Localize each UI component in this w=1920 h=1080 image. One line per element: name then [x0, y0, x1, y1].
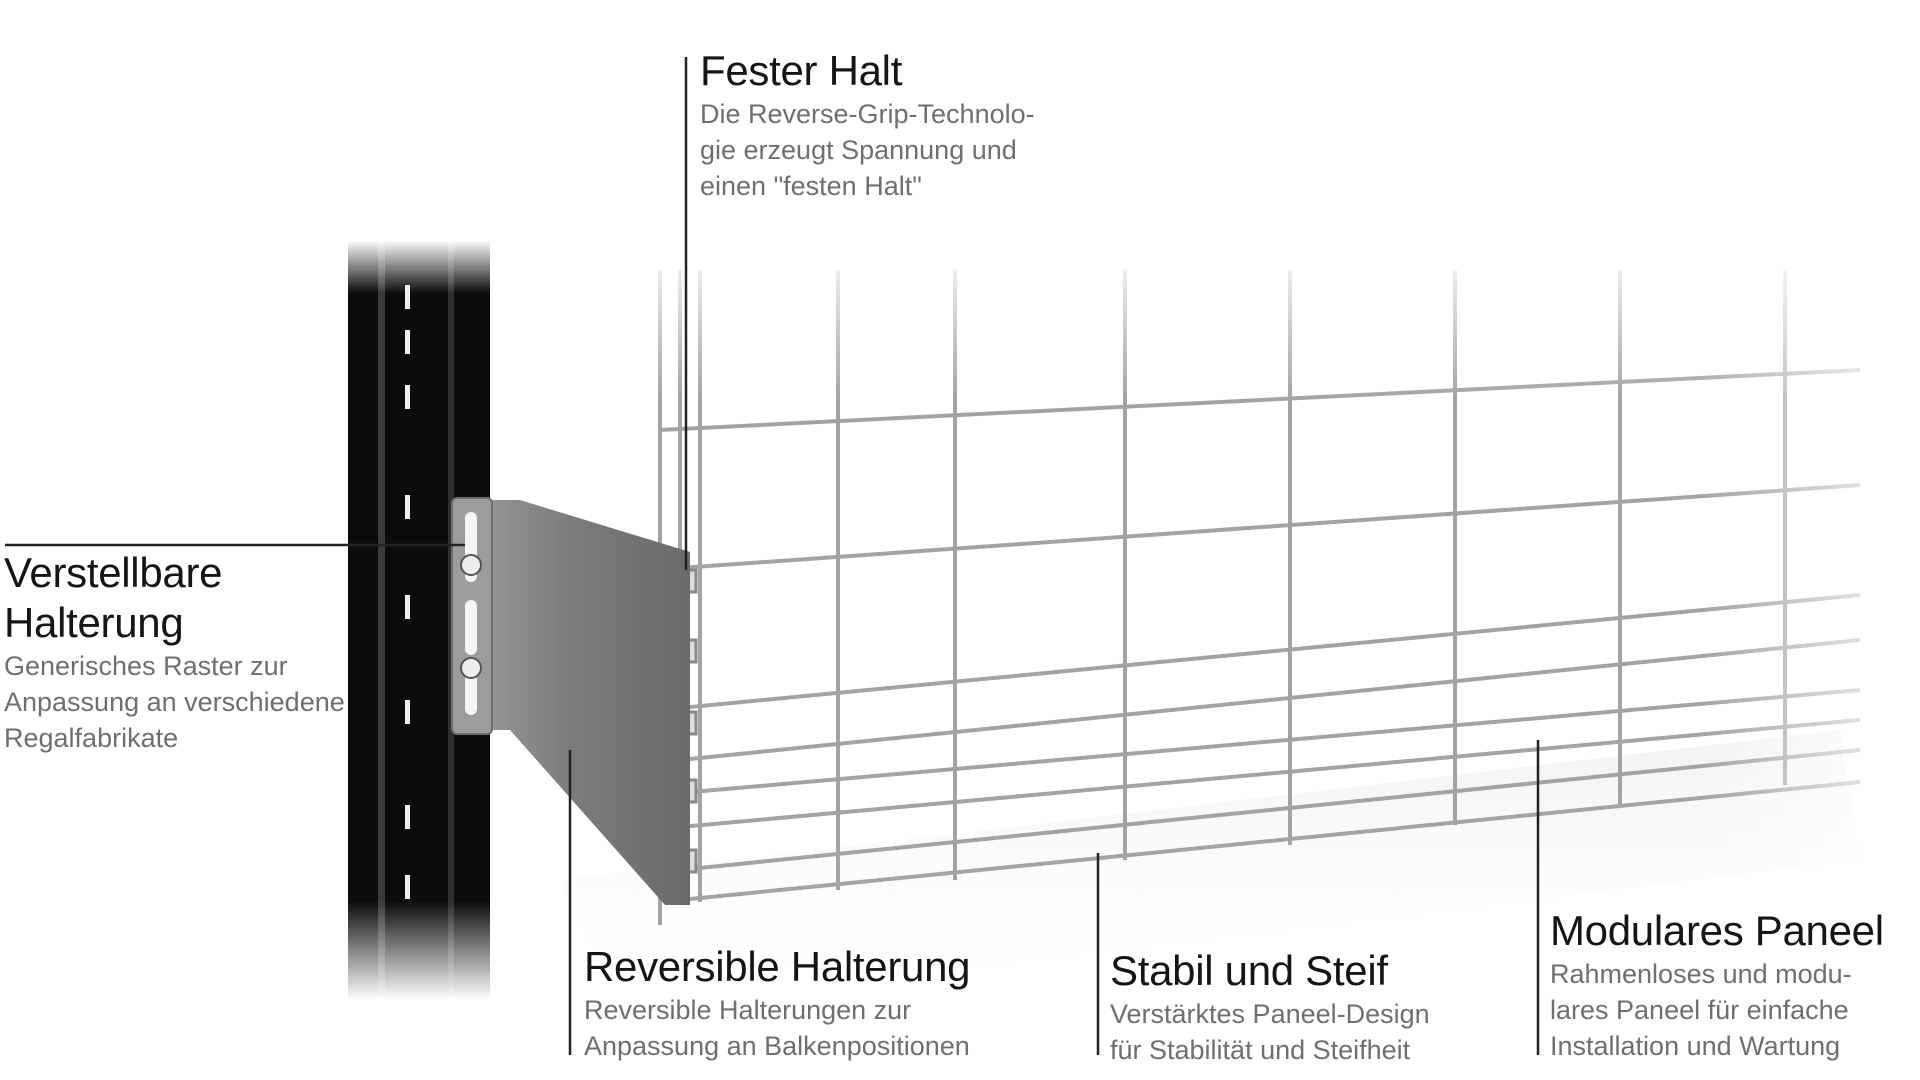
callout-fester-halt: Fester Halt Die Reverse-Grip-Technolo- g… — [700, 46, 1120, 204]
callout-title: Fester Halt — [700, 47, 903, 94]
floor-shadow — [560, 730, 1860, 1010]
callout-title: Stabil und Steif — [1110, 947, 1388, 994]
callout-title: Reversible Halterung — [584, 943, 971, 990]
callout-stabil-und-steif: Stabil und Steif Verstärktes Paneel-Desi… — [1110, 946, 1530, 1068]
callout-description: Die Reverse-Grip-Technolo- gie erzeugt S… — [700, 99, 1035, 201]
leader-lines — [5, 57, 1540, 1055]
callout-description: Verstärktes Paneel-Design für Stabilität… — [1110, 999, 1430, 1065]
callout-description: Generisches Raster zur Anpassung an vers… — [4, 651, 345, 753]
callout-description: Rahmenloses und modu- lares Paneel für e… — [1550, 959, 1852, 1061]
callout-description: Reversible Halterungen zur Anpassung an … — [584, 995, 970, 1061]
callout-verstellbare-halterung: Verstellbare Halterung Generisches Raste… — [4, 548, 364, 756]
bolt — [460, 657, 482, 679]
callout-modulares-paneel: Modulares Paneel Rahmenloses und modu- l… — [1550, 906, 1920, 1064]
bolt — [460, 554, 482, 576]
callout-title: Verstellbare Halterung — [4, 549, 223, 646]
bracket — [451, 497, 690, 905]
callout-title: Modulares Paneel — [1550, 907, 1884, 954]
callout-reversible-halterung: Reversible Halterung Reversible Halterun… — [584, 942, 1064, 1064]
